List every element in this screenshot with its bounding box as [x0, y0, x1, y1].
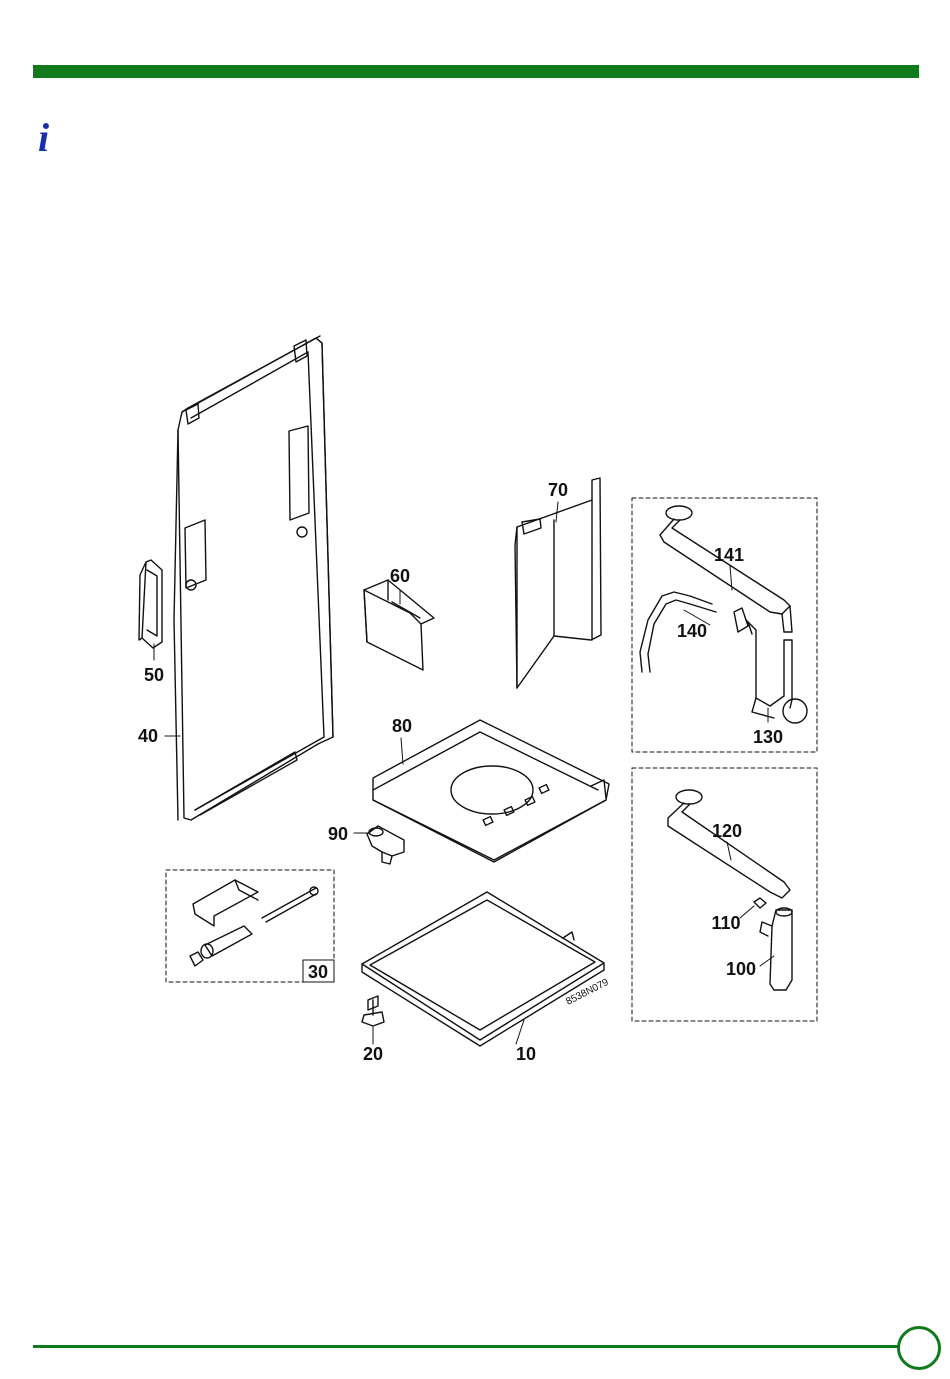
- callout-141: 141: [714, 545, 744, 565]
- part-20-foot: [362, 996, 384, 1026]
- part-70-front-panel: [515, 478, 601, 688]
- part-60-cover: [364, 580, 434, 670]
- part-90-fitting: [367, 826, 404, 864]
- part-40-side-panel: [174, 336, 333, 820]
- callout-110: 110: [711, 913, 740, 933]
- callout-130: 130: [753, 727, 783, 747]
- callout-50: 50: [144, 665, 164, 685]
- callout-60: 60: [390, 566, 410, 586]
- callout-90: 90: [328, 824, 348, 844]
- footer-rule: [33, 1345, 899, 1348]
- page-number-badge: [897, 1326, 941, 1370]
- part-141-pipe: [660, 506, 792, 632]
- callout-40: 40: [138, 726, 158, 746]
- part-30-mounting-kit: [190, 880, 318, 966]
- part-130-trap: [734, 608, 807, 723]
- part-80-base-plate: [373, 720, 609, 862]
- part-110-nut: [754, 898, 766, 908]
- part-10-base-tray: [362, 892, 604, 1046]
- callout-140: 140: [677, 621, 707, 641]
- callout-10: 10: [516, 1044, 536, 1064]
- callout-100: 100: [726, 959, 756, 979]
- callout-120: 120: [712, 821, 742, 841]
- part-120-pipe: [668, 790, 790, 898]
- callout-80: 80: [392, 716, 412, 736]
- drawing-reference-code: 8538N079: [564, 977, 611, 1008]
- callout-70: 70: [548, 480, 568, 500]
- part-100-trap: [760, 908, 792, 990]
- callout-20: 20: [363, 1044, 383, 1064]
- callout-30: 30: [308, 962, 328, 982]
- part-50-bracket: [139, 560, 162, 648]
